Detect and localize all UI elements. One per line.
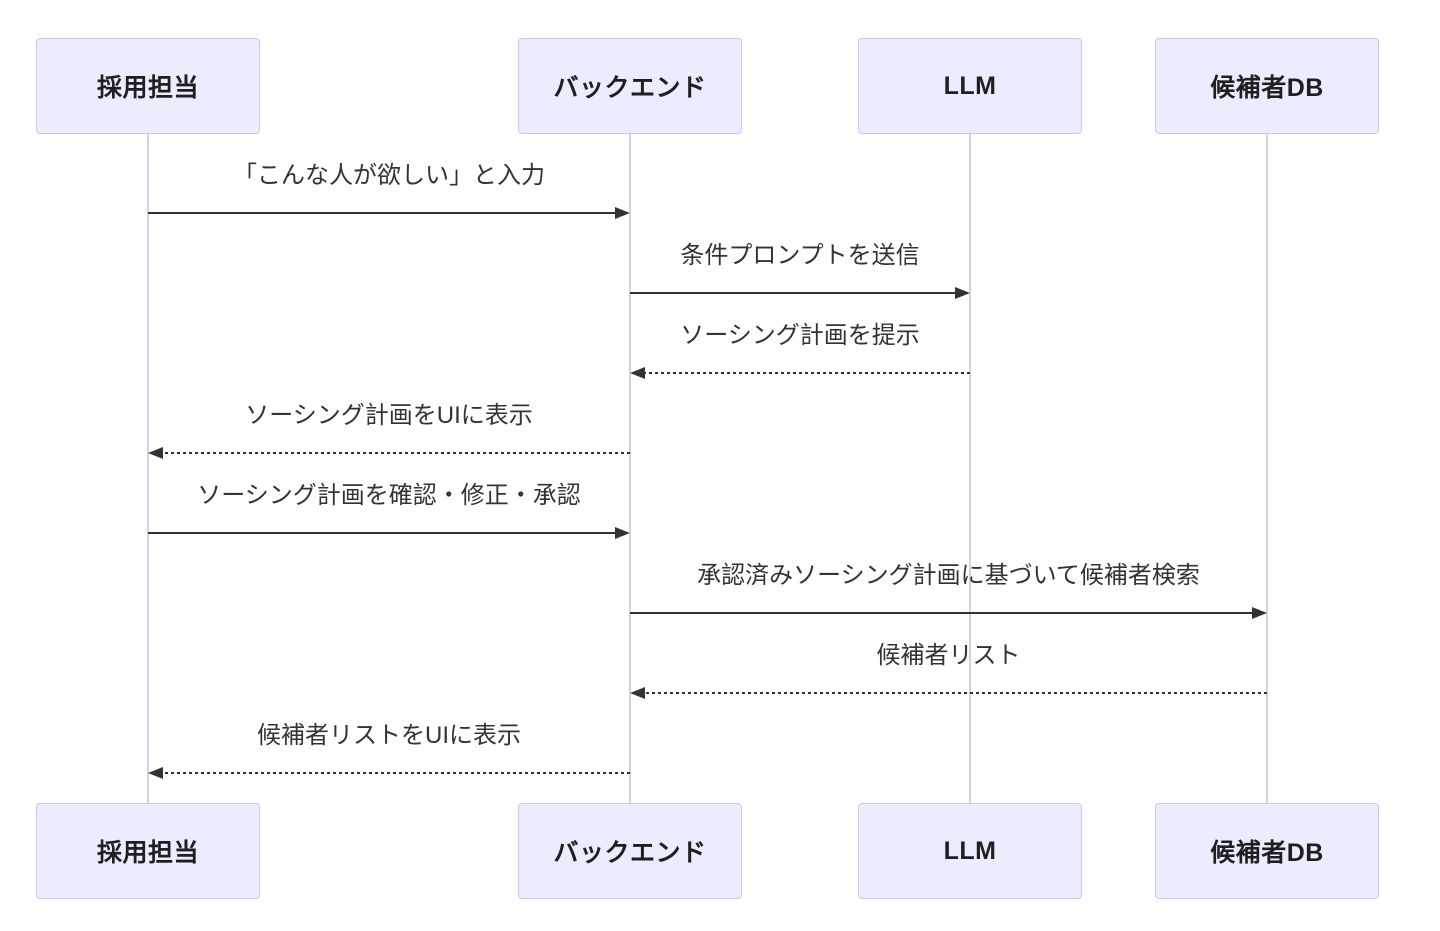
message-1-arrowhead-icon: [615, 207, 630, 219]
lifeline-recruiter: [147, 134, 149, 803]
actor-llm-label: LLM: [943, 71, 997, 100]
message-5-arrowhead-icon: [615, 527, 630, 539]
message-4-arrowhead-icon: [148, 447, 163, 459]
message-1-label: 「こんな人が欲しい」と入力: [233, 162, 545, 189]
message-6-label: 承認済みソーシング計画に基づいて候補者検索: [697, 562, 1200, 589]
message-4-label: ソーシング計画をUIに表示: [245, 402, 533, 429]
actor-candidate-db-bottom-box: 候補者DB: [1155, 803, 1379, 899]
actor-candidate-db-label: 候補者DB: [1210, 74, 1324, 102]
actor-candidate-db-label: 候補者DB: [1210, 839, 1324, 867]
actor-backend-label: バックエンド: [553, 74, 707, 102]
message-3-arrowhead-icon: [630, 367, 645, 379]
message-7-arrowhead-icon: [630, 687, 645, 699]
lifeline-candidate-db: [1266, 134, 1268, 803]
actor-recruiter-bottom-box: 採用担当: [36, 803, 260, 899]
actor-llm-top-box: LLM: [858, 38, 1082, 134]
message-2-arrowhead-icon: [955, 287, 970, 299]
actor-backend-top-box: バックエンド: [518, 38, 742, 134]
actor-backend-label: バックエンド: [553, 839, 707, 867]
message-3-label: ソーシング計画を提示: [680, 322, 920, 349]
actor-backend-bottom-box: バックエンド: [518, 803, 742, 899]
actor-recruiter-label: 採用担当: [96, 839, 199, 867]
message-5-label: ソーシング計画を確認・修正・承認: [197, 482, 581, 509]
actor-llm-bottom-box: LLM: [858, 803, 1082, 899]
message-7-label: 候補者リスト: [876, 642, 1021, 669]
message-6-arrowhead-icon: [1252, 607, 1267, 619]
actor-candidate-db-top-box: 候補者DB: [1155, 38, 1379, 134]
actor-llm-label: LLM: [943, 836, 997, 865]
actor-recruiter-top-box: 採用担当: [36, 38, 260, 134]
lifeline-backend: [629, 134, 631, 803]
message-2-label: 条件プロンプトを送信: [680, 242, 920, 269]
message-8-arrowhead-icon: [148, 767, 163, 779]
message-8-label: 候補者リストをUIに表示: [257, 722, 521, 749]
actor-recruiter-label: 採用担当: [96, 74, 199, 102]
lifeline-llm: [969, 134, 971, 803]
